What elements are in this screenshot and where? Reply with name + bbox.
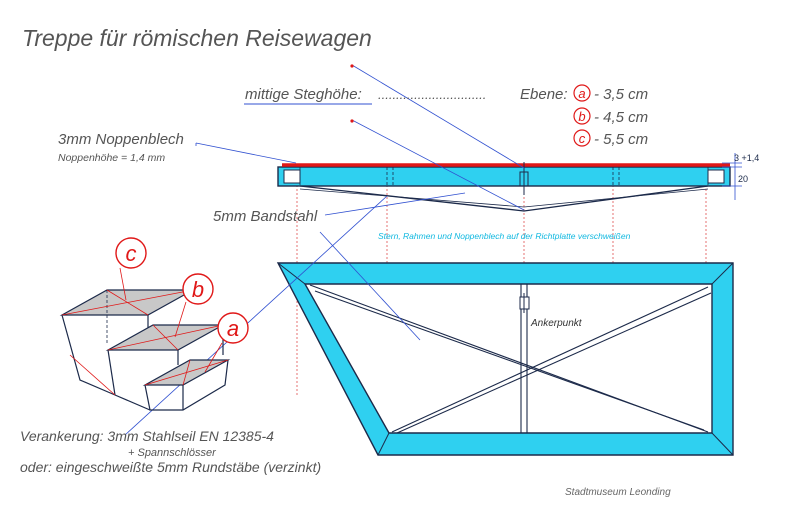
credit: Stadtmuseum Leonding: [565, 487, 671, 498]
noppenblech-sublabel: Noppenhöhe = 1,4 mm: [58, 152, 165, 164]
anchoring-line3: oder: eingeschweißte 5mm Rundstäbe (verz…: [20, 459, 321, 475]
anchoring-line2: + Spannschlösser: [128, 447, 217, 459]
anchoring-line1: Verankerung: 3mm Stahlseil EN 12385-4: [20, 428, 274, 444]
stair-label-b: b: [192, 277, 204, 302]
ebene-label: Ebene:: [520, 86, 568, 103]
leader-lines: [124, 64, 525, 436]
anchor-point-label: Ankerpunkt: [530, 318, 583, 329]
stair-label-c: c: [126, 241, 137, 266]
level-list: a - 3,5 cm b - 4,5 cm c - 5,5 cm: [573, 84, 648, 148]
noppenblech-label: 3mm Noppenblech: [58, 131, 184, 148]
bandstahl-label: 5mm Bandstahl: [213, 208, 318, 225]
right-tube-section: [707, 169, 725, 184]
frame-corners: [277, 262, 734, 456]
level-c-letter: c: [579, 131, 586, 146]
level-c-value: - 5,5 cm: [594, 131, 648, 148]
dimension-marks: [722, 153, 742, 200]
level-b-letter: b: [578, 109, 585, 124]
level-a-value: - 3,5 cm: [594, 86, 648, 103]
plan-view: [276, 262, 734, 456]
frame-profile: [277, 166, 731, 187]
bandstahl-web: [299, 185, 709, 212]
level-a-letter: a: [578, 86, 585, 101]
side-elevation: [277, 162, 731, 212]
hidden-lines: [299, 167, 709, 186]
diagram-title: Treppe für römischen Reisewagen: [22, 25, 372, 51]
stairs-isometric: c b a: [59, 237, 249, 411]
step-height-dots: ..............................: [378, 87, 486, 102]
level-b-value: - 4,5 cm: [594, 109, 648, 126]
cross-bracing: [309, 284, 712, 434]
weld-note: Stern, Rahmen und Noppenblech auf der Ri…: [378, 231, 631, 241]
dim-side: 20: [738, 174, 748, 184]
left-tube-section: [283, 169, 301, 184]
stair-label-a: a: [227, 316, 239, 341]
dim-top: 3 +1,4: [734, 153, 759, 163]
step-height-label: mittige Steghöhe:: [245, 86, 362, 103]
